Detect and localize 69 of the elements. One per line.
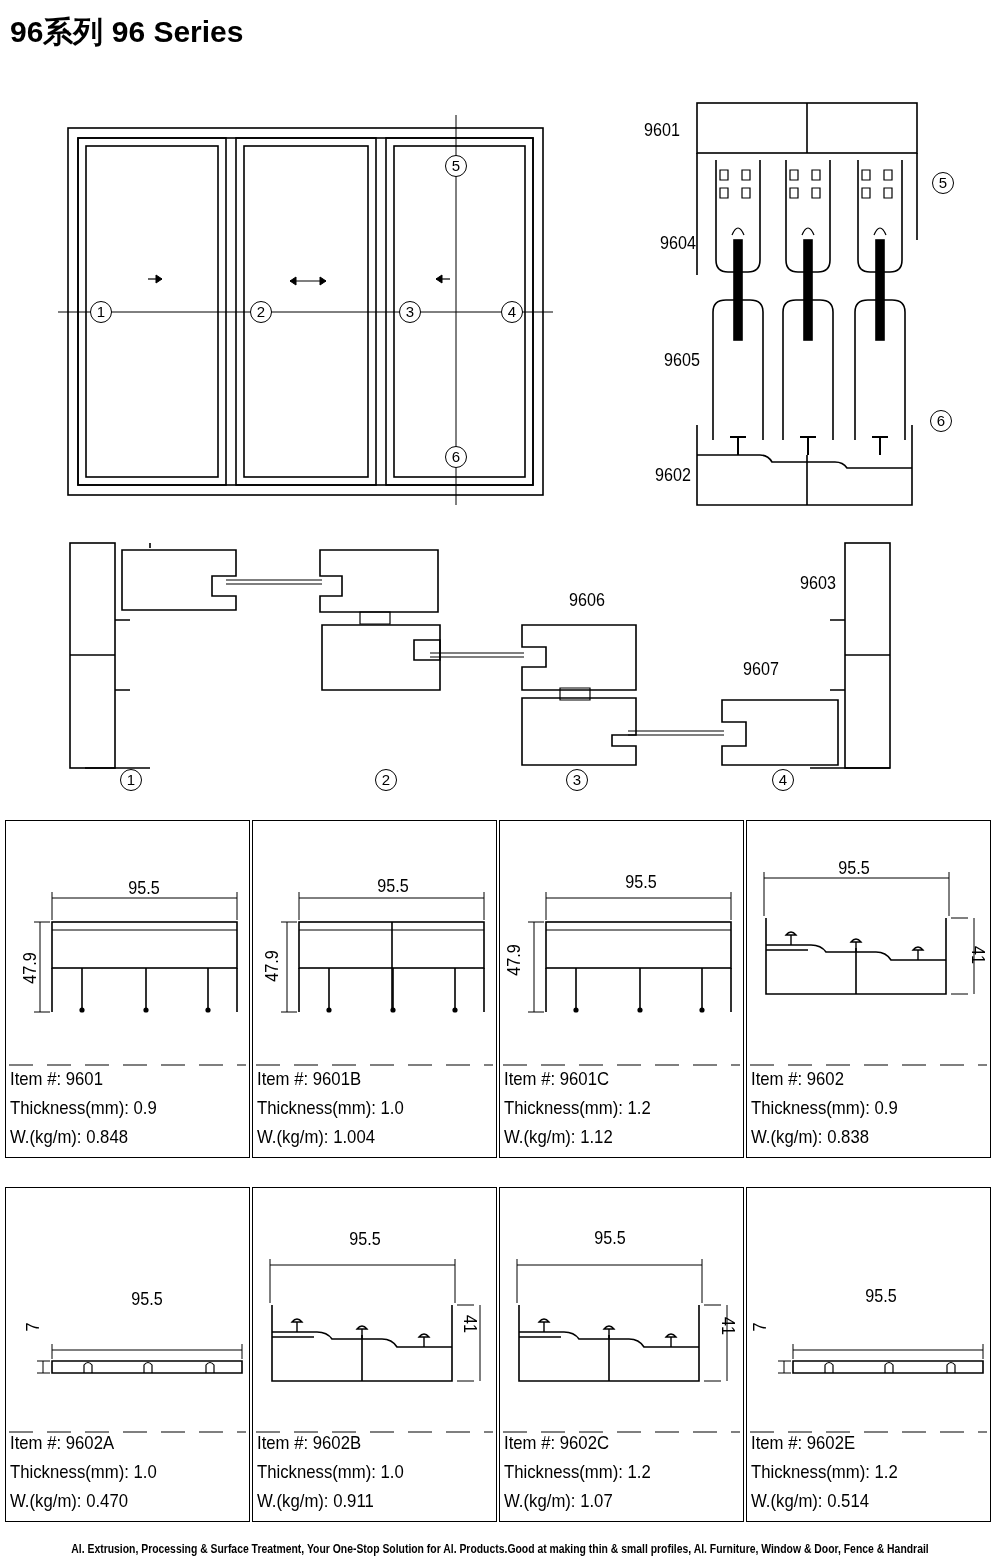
dimension-text: 41 [967,946,989,964]
profile-code: 9606 [569,589,605,611]
item-number-text: Item #: 9601 [10,1068,103,1090]
table-cell [252,820,497,1158]
item-number-text: Item #: 9601C [504,1068,609,1090]
item-number-text: Item #: 9602 [751,1068,844,1090]
dimension-text: 47.9 [19,952,41,984]
dimension-text: 95.5 [865,1285,897,1307]
dimension-text: 47.9 [261,950,283,982]
callout-number: 5 [932,172,954,194]
dimension-text: 47.9 [503,944,525,976]
item-number-text: Item #: 9602C [504,1432,609,1454]
callout-number: 4 [501,301,523,323]
callout-number: 5 [445,155,467,177]
profile-code: 9605 [664,349,700,371]
callout-number: 3 [566,769,588,791]
profile-code: 9602 [655,464,691,486]
thickness-text: Thickness(mm): 0.9 [10,1097,157,1119]
dimension-text: 7 [749,1322,771,1332]
dimension-text: 95.5 [128,877,160,899]
table-cell [5,1187,250,1522]
dimension-text: 95.5 [131,1288,163,1310]
callout-number: 6 [445,446,467,468]
dimension-text: 41 [459,1315,481,1333]
weight-text: W.(kg/m): 1.12 [504,1126,613,1148]
profile-code: 9604 [660,232,696,254]
weight-text: W.(kg/m): 0.848 [10,1126,128,1148]
dimension-text: 95.5 [838,857,870,879]
thickness-text: Thickness(mm): 1.0 [257,1097,404,1119]
weight-text: W.(kg/m): 1.07 [504,1490,613,1512]
table-cell [499,1187,744,1522]
callout-number: 2 [250,301,272,323]
thickness-text: Thickness(mm): 0.9 [751,1097,898,1119]
thickness-text: Thickness(mm): 1.2 [504,1461,651,1483]
weight-text: W.(kg/m): 1.004 [257,1126,375,1148]
weight-text: W.(kg/m): 0.470 [10,1490,128,1512]
callout-number: 6 [930,410,952,432]
table-cell [499,820,744,1158]
thickness-text: Thickness(mm): 1.0 [10,1461,157,1483]
table-cell [5,820,250,1158]
profile-code: 9603 [800,572,836,594]
weight-text: W.(kg/m): 0.911 [257,1490,374,1512]
dimension-text: 95.5 [349,1228,381,1250]
weight-text: W.(kg/m): 0.514 [751,1490,869,1512]
dimension-text: 95.5 [377,875,409,897]
thickness-text: Thickness(mm): 1.2 [751,1461,898,1483]
callout-number: 2 [375,769,397,791]
dimension-text: 95.5 [625,871,657,893]
callout-number: 3 [399,301,421,323]
thickness-text: Thickness(mm): 1.2 [504,1097,651,1119]
callout-number: 1 [90,301,112,323]
profile-code: 9607 [743,658,779,680]
thickness-text: Thickness(mm): 1.0 [257,1461,404,1483]
callout-number: 1 [120,769,142,791]
dimension-text: 7 [22,1322,44,1332]
dimension-text: 95.5 [594,1227,626,1249]
table-cell [252,1187,497,1522]
dimension-text: 41 [717,1317,739,1335]
callout-number: 4 [772,769,794,791]
item-number-text: Item #: 9602A [10,1432,115,1454]
table-cell [746,820,991,1158]
item-number-text: Item #: 9602B [257,1432,362,1454]
item-number-text: Item #: 9601B [257,1068,362,1090]
item-number-text: Item #: 9602E [751,1432,856,1454]
weight-text: W.(kg/m): 0.838 [751,1126,869,1148]
title: 96系列 96 Series [10,14,244,50]
table-cell [746,1187,991,1522]
footer-text: Al. Extrusion, Processing & Surface Treatment, Your One-Stop Solution for Al. Products.Good at making thin & small profiles, Al. Furniture, Window & Door, Fence & Handrail [71,1540,929,1556]
profile-code: 9601 [644,119,680,141]
